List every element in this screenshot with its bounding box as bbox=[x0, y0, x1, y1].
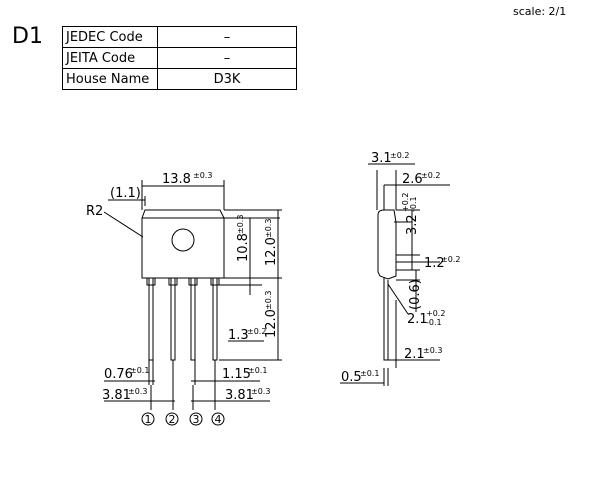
side-body bbox=[377, 209, 397, 280]
table-key: House Name bbox=[62, 68, 158, 90]
dim-lead-pos-tol-minus: -0.1 bbox=[426, 318, 442, 327]
dim-step-tol: ±0.2 bbox=[441, 255, 460, 264]
dim-lead-thick: 0.5 bbox=[341, 370, 362, 385]
dim-lead-bend: 1.3 bbox=[228, 328, 249, 343]
pin-4-label: 4 bbox=[215, 413, 222, 426]
dim-body-height-tol: ±0.3 bbox=[264, 219, 273, 238]
dim-pitch-right-tol: ±0.3 bbox=[251, 387, 270, 396]
dim-width-tol: ±0.3 bbox=[193, 171, 212, 180]
dim-lead-bend-tol: ±0.2 bbox=[247, 327, 266, 336]
dim-thickness: 3.1 bbox=[371, 151, 392, 166]
side-lead bbox=[383, 278, 389, 361]
dim-pitch-right: 3.81 bbox=[225, 388, 254, 403]
table-row: House Name D3K bbox=[62, 68, 297, 90]
dim-lead-pos-tol-plus: +0.2 bbox=[426, 309, 445, 318]
pin-2-label: 2 bbox=[169, 413, 176, 426]
dim-lead-length-tol: ±0.3 bbox=[264, 291, 273, 310]
dim-hole-center-tol: ±0.3 bbox=[236, 215, 245, 234]
dim-pitch-left-tol: ±0.3 bbox=[128, 387, 147, 396]
dim-corner-offset: (1.1) bbox=[110, 186, 141, 201]
dim-upper-tol-minus: -0.1 bbox=[409, 196, 418, 212]
dim-lead-length: 12.0 bbox=[264, 309, 279, 338]
pin-3-label: 3 bbox=[193, 413, 200, 426]
table-value: D3K bbox=[157, 68, 297, 90]
package-info-table: JEDEC Code – JEITA Code – House Name D3K bbox=[62, 26, 297, 90]
front-leads bbox=[146, 278, 220, 361]
dim-hole-center: 10.8 bbox=[236, 233, 251, 262]
scale-label: scale: 2/1 bbox=[513, 5, 567, 18]
dim-body-height: 12.0 bbox=[264, 237, 279, 266]
pin-1-label: 1 bbox=[145, 413, 152, 426]
dim-pitch-left: 3.81 bbox=[102, 388, 131, 403]
dim-lead-width-wide-tol: ±0.1 bbox=[248, 366, 267, 375]
front-body bbox=[141, 209, 225, 279]
dim-lead-width: 0.76 bbox=[104, 367, 133, 382]
dim-width: 13.8 bbox=[162, 172, 191, 187]
dim-lead-pos: 2.1 bbox=[407, 312, 428, 327]
dim-lead-pos2: 2.1 bbox=[404, 347, 425, 362]
dim-bend: (0.6) bbox=[408, 279, 423, 310]
dim-step: 1.2 bbox=[424, 256, 445, 271]
dim-lead-thick-tol: ±0.1 bbox=[360, 369, 379, 378]
dim-lead-pos2-tol: ±0.3 bbox=[423, 346, 442, 355]
mounting-hole bbox=[171, 228, 195, 252]
dim-lead-offset: 2.6 bbox=[402, 172, 423, 187]
dim-radius: R2 bbox=[86, 204, 103, 219]
package-id: D1 bbox=[12, 24, 43, 49]
dim-lead-width-wide: 1.15 bbox=[222, 367, 251, 382]
dim-upper-tol-plus: +0.2 bbox=[401, 193, 410, 212]
dim-thickness-tol: ±0.2 bbox=[390, 151, 409, 160]
dim-lead-offset-tol: ±0.2 bbox=[421, 171, 440, 180]
dim-lead-width-tol: ±0.1 bbox=[130, 366, 149, 375]
dim-upper: 3.2 bbox=[405, 214, 420, 235]
